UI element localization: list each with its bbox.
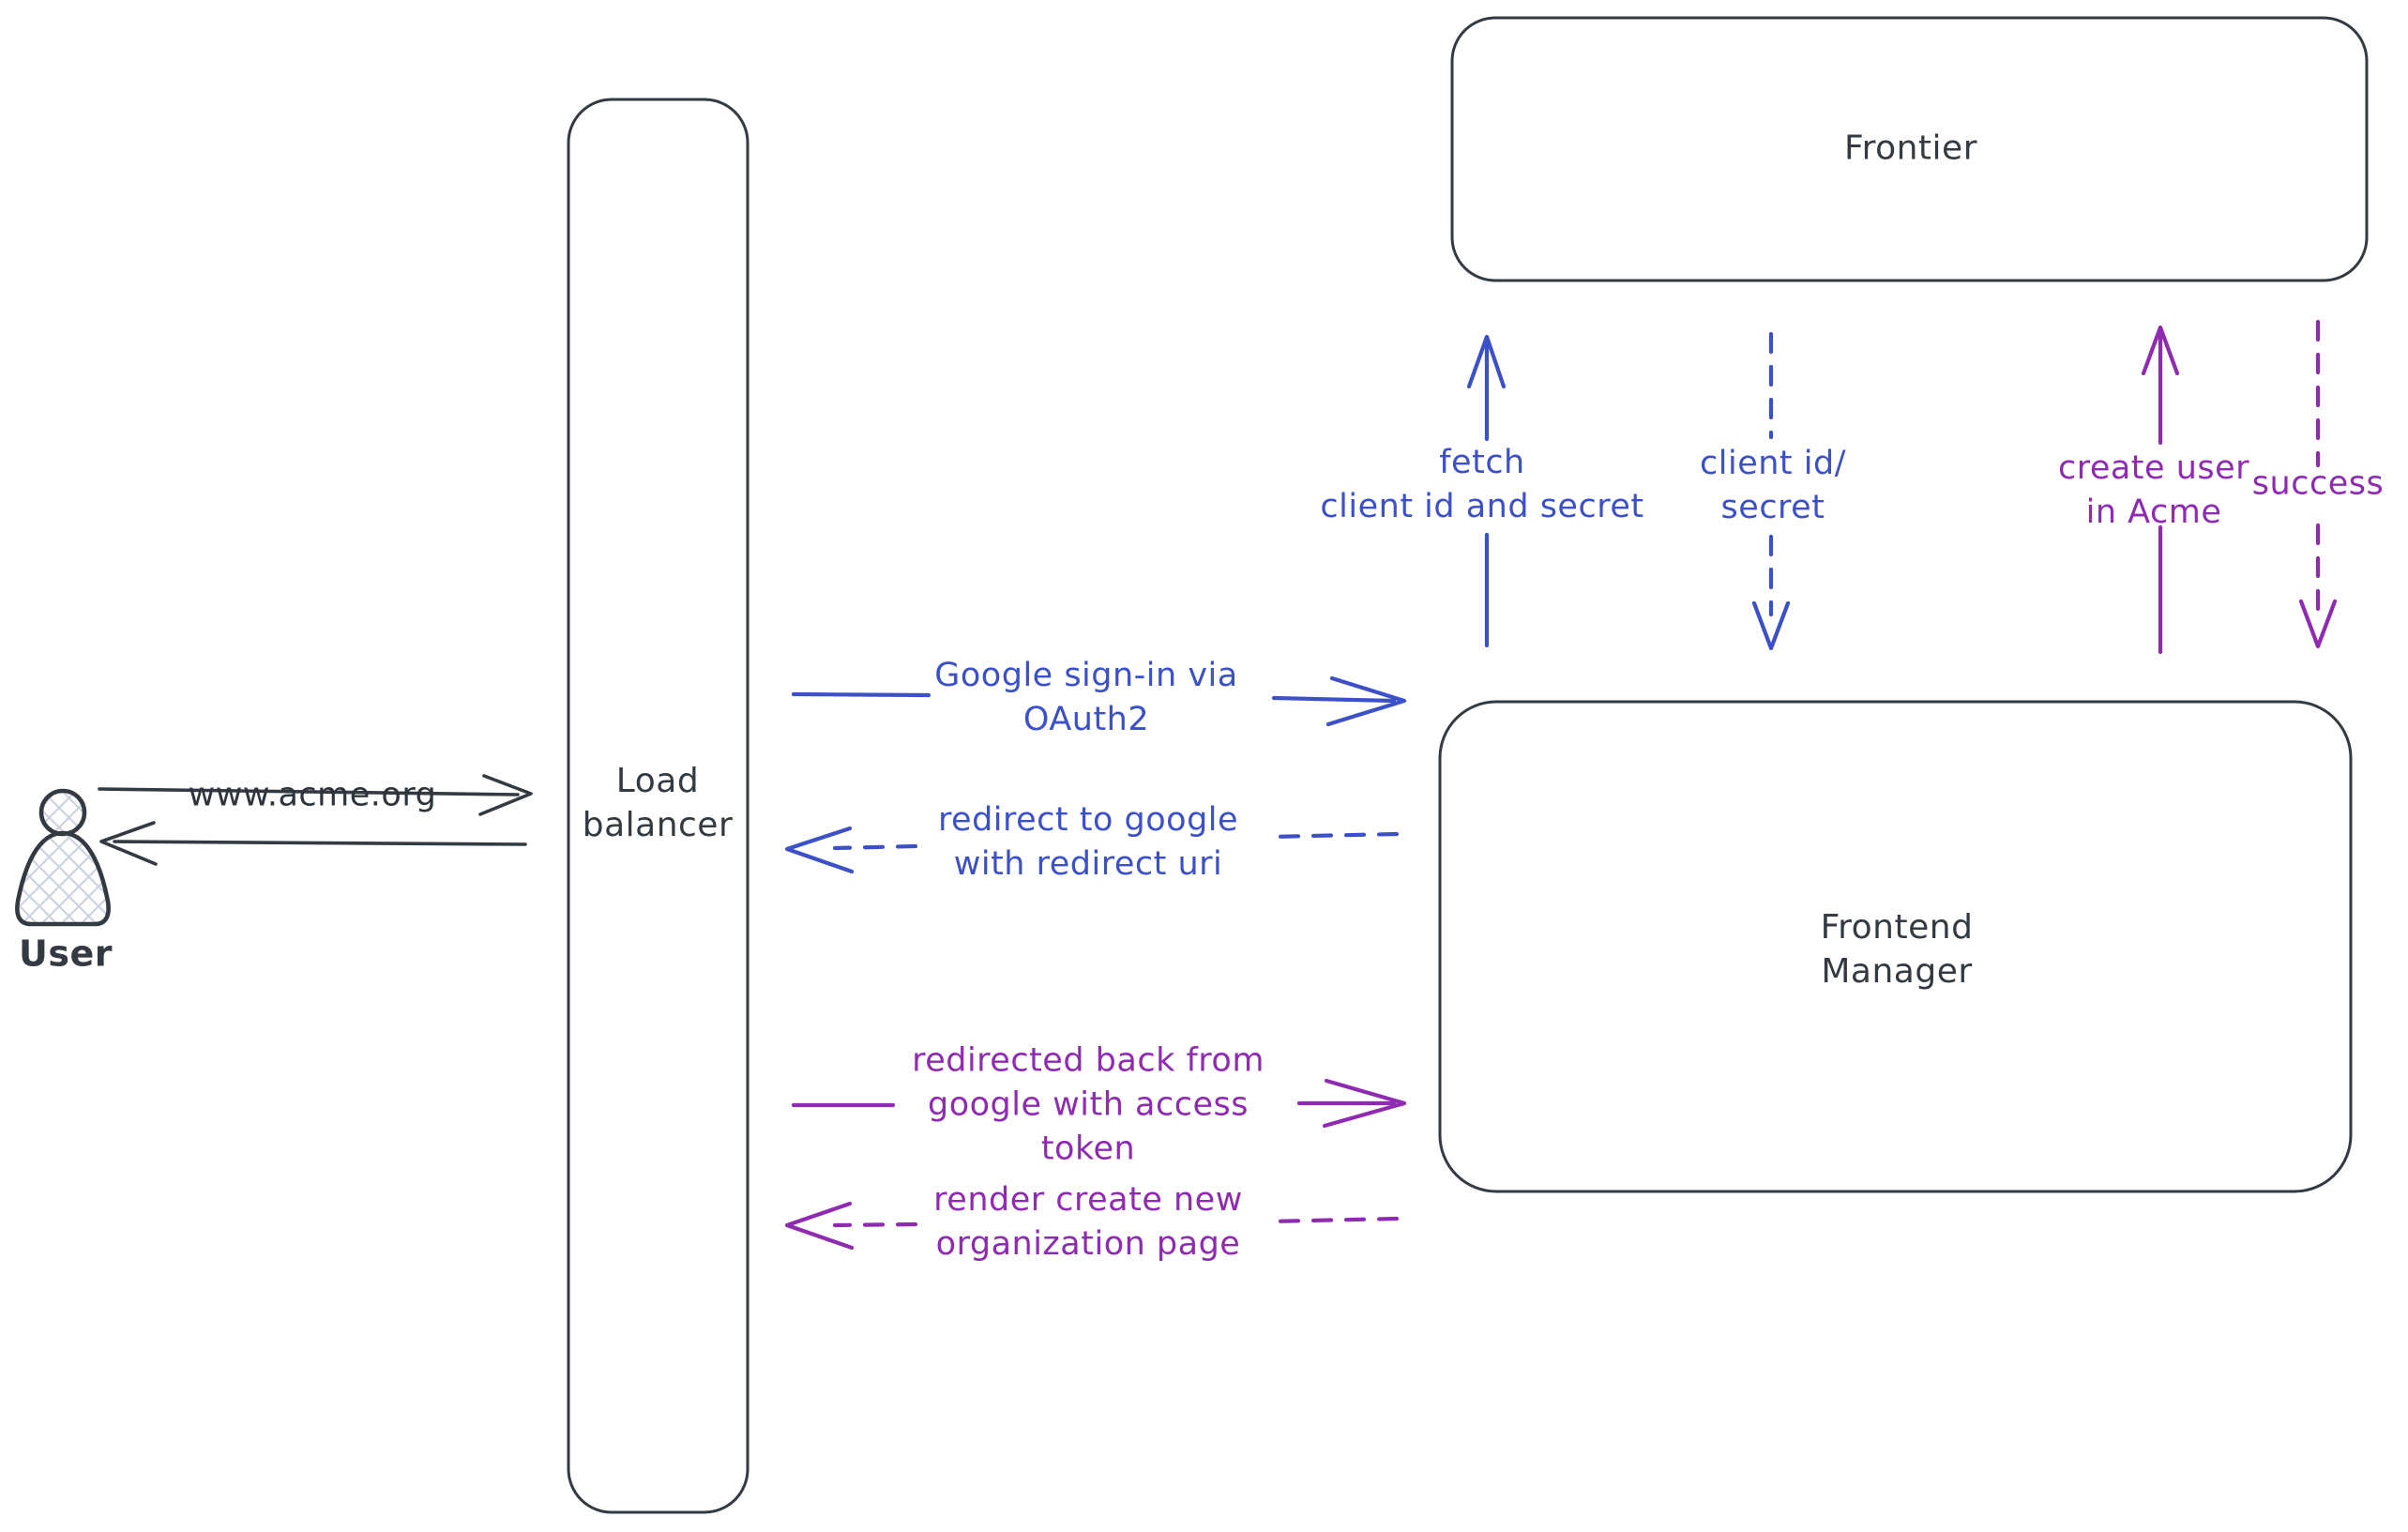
edge-label-client-id-secret: client id/ secret bbox=[1700, 445, 1846, 526]
edge-label-redirect-to-google: redirect to google with redirect uri bbox=[937, 801, 1239, 883]
arrow-redirect-to-google bbox=[784, 826, 1400, 874]
arrow-redirected-back bbox=[791, 1078, 1407, 1129]
arrow-loadbalancer-to-user bbox=[99, 821, 527, 866]
edge-label-redirected-back: redirected back from google with access … bbox=[912, 1041, 1265, 1168]
edge-label-success: success bbox=[2251, 464, 2385, 503]
arrow-user-to-loadbalancer bbox=[98, 774, 533, 816]
node-frontier bbox=[1450, 16, 2369, 282]
node-load-balancer bbox=[567, 98, 750, 1514]
user-label: User bbox=[19, 933, 113, 975]
edge-label-google-signin: Google sign-in via OAuth2 bbox=[934, 657, 1238, 738]
arrow-success bbox=[2298, 319, 2338, 649]
edge-label-www-acme-org: www.acme.org bbox=[188, 776, 437, 814]
arrow-fetch-client-id bbox=[1466, 334, 1507, 648]
arrow-client-id-secret bbox=[1751, 331, 1791, 651]
arrow-google-signin bbox=[791, 675, 1407, 727]
load-balancer-label: Load balancer bbox=[582, 762, 734, 844]
frontend-manager-label: Frontend Manager bbox=[1820, 908, 1974, 991]
frontier-label: Frontier bbox=[1843, 129, 1978, 168]
user-icon bbox=[15, 788, 111, 927]
arrow-render-page bbox=[784, 1201, 1400, 1251]
edge-label-render-page: render create new organization page bbox=[933, 1181, 1243, 1263]
node-frontend-manager bbox=[1438, 700, 2353, 1193]
edge-label-fetch-client-id: fetch client id and secret bbox=[1320, 444, 1644, 525]
arrow-create-user bbox=[2141, 325, 2180, 655]
edge-label-create-user: create user in Acme bbox=[2057, 449, 2250, 531]
